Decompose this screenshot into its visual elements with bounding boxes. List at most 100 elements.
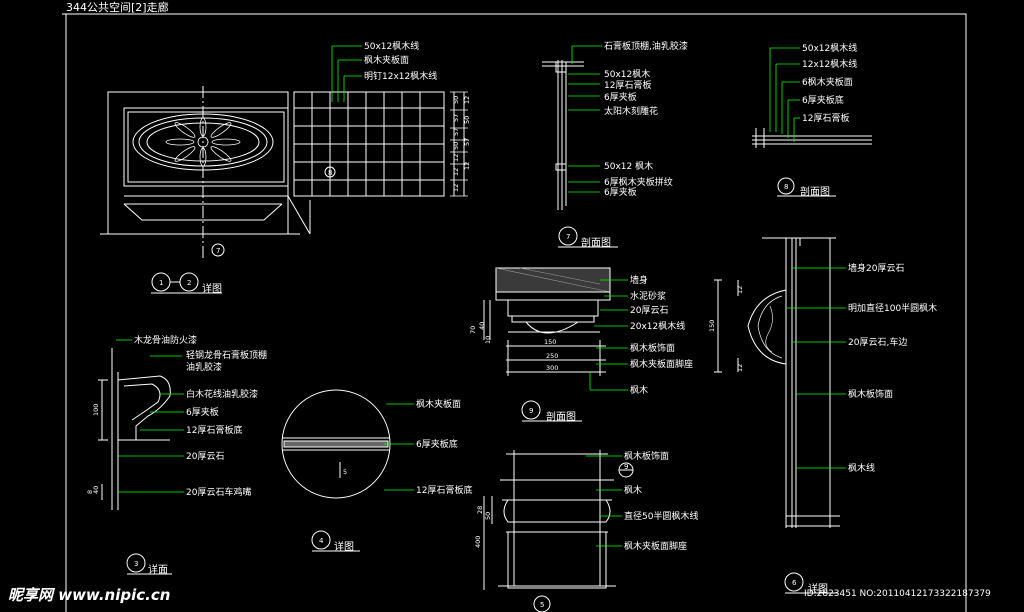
callout-9-6: 枫木夹板面脚座 xyxy=(630,358,693,370)
view-7-section xyxy=(542,60,584,210)
caption-7 xyxy=(558,226,618,248)
caption-4-text: 详图 xyxy=(334,540,354,553)
dim-3-1: 100 xyxy=(92,404,100,416)
dim-6-1: 12 xyxy=(736,286,744,294)
callout-8-1: 50x12枫木线 xyxy=(802,42,857,54)
callout-7-2: 50x12枫木 xyxy=(604,68,650,80)
dim-9-2: 40 xyxy=(478,322,486,330)
view-1-2-leaders xyxy=(331,45,362,102)
callout-4-3: 12厚石膏板底 xyxy=(416,484,472,496)
view-8-section xyxy=(752,128,872,148)
callout-6-1: 墙身20厚云石 xyxy=(848,262,904,274)
callout-3-2: 轻钢龙骨石膏板顶棚 xyxy=(186,349,267,361)
caption-7-num: 7 xyxy=(566,233,570,241)
callout-8-5: 12厚石膏板 xyxy=(802,112,849,124)
callout-3-4: 白木花线油乳胶漆 xyxy=(186,388,258,400)
svg-text:50: 50 xyxy=(452,142,460,150)
caption-3-text: 详面 xyxy=(148,563,168,576)
sheet-title: 344公共空间[2]走廊 xyxy=(66,0,169,14)
dim-9-4: 150 xyxy=(544,338,556,346)
callout-7-4: 6厚夹板 xyxy=(604,91,637,103)
dim-3-2: 40 xyxy=(92,486,100,494)
caption-1-2-text: 详图 xyxy=(202,282,222,295)
view-3-cornice xyxy=(98,348,171,510)
callout-7-6: 50x12 枫木 xyxy=(604,160,653,172)
callout-8-4: 6厚夹板底 xyxy=(802,94,844,106)
view-4-circle-detail xyxy=(281,389,391,499)
callout-3-3: 油乳胶漆 xyxy=(186,361,222,373)
view-7-leaders xyxy=(568,45,602,193)
view-5-leaders xyxy=(586,455,622,547)
callout-9-3: 20厚云石 xyxy=(630,305,668,316)
caption-9 xyxy=(521,400,582,422)
caption-3-num: 3 xyxy=(134,560,138,568)
section-marker-7-label: 7 xyxy=(216,247,220,255)
watermark-brand: 昵享网 www.nipic.cn xyxy=(8,586,170,604)
callout-5-3: 直径50半圆枫木线 xyxy=(624,510,698,522)
caption-6-num: 6 xyxy=(792,579,797,587)
drawing-frame xyxy=(65,13,967,612)
callout-9-5: 枫木板饰面 xyxy=(630,342,675,354)
caption-8 xyxy=(777,177,836,197)
view-4-leaders xyxy=(384,403,414,491)
grid-panel-lines xyxy=(294,92,444,196)
callout-12-3: 明钉12x12枫木线 xyxy=(364,70,437,82)
callout-4-2: 6厚夹板底 xyxy=(416,438,458,450)
callout-12-1: 50x12枫木线 xyxy=(364,40,419,52)
callout-5-1: 枫木板饰面 xyxy=(624,450,669,462)
callout-7-3: 12厚石膏板 xyxy=(604,79,651,91)
dim-5-2: 50 xyxy=(484,512,492,520)
view-9-section xyxy=(483,267,611,376)
svg-text:57: 57 xyxy=(452,114,460,122)
section-marker-8 xyxy=(324,166,336,178)
callout-8-2: 12x12枫木线 xyxy=(802,58,857,70)
view-1-2-dims: 50 57 57 50 12 12 12 12 50 57 12 xyxy=(452,96,471,192)
caption-1-num: 1 xyxy=(159,279,163,287)
callout-3-1: 木龙骨油防火漆 xyxy=(134,334,197,346)
caption-1-2 xyxy=(151,272,222,294)
caption-9-num: 9 xyxy=(529,407,533,415)
callout-7-8: 6厚夹板 xyxy=(604,186,637,198)
callout-6-5: 枫木线 xyxy=(848,462,875,474)
caption-4-num: 4 xyxy=(319,537,324,545)
view-1-2-elevation xyxy=(100,86,468,258)
callout-9-7: 枫木 xyxy=(630,384,648,396)
carved-flower-ornament xyxy=(165,117,241,167)
view-5-column-base xyxy=(483,450,616,590)
svg-text:12: 12 xyxy=(463,96,471,104)
section-marker-9-cut-label: 9 xyxy=(624,463,628,471)
callout-3-5: 6厚夹板 xyxy=(186,406,219,418)
svg-text:12: 12 xyxy=(452,184,460,192)
callout-9-2: 水泥砂浆 xyxy=(630,290,666,302)
section-marker-8-label: 8 xyxy=(328,169,332,177)
callout-3-8: 20厚云石车鸡嘴 xyxy=(186,486,251,498)
view-9-leaders xyxy=(589,279,628,391)
dim-5-1: 28 xyxy=(476,506,484,514)
dim-5-3: 400 xyxy=(474,536,482,548)
view-6-wall-detail xyxy=(714,237,840,528)
dim-4: 5 xyxy=(343,468,347,476)
callout-6-4: 枫木板饰面 xyxy=(848,388,893,400)
svg-text:12: 12 xyxy=(452,154,460,162)
dim-6-2: 150 xyxy=(708,320,716,332)
caption-8-text: 剖面图 xyxy=(800,185,830,198)
caption-9-text: 剖面图 xyxy=(546,410,576,423)
dim-9-3: 10 xyxy=(484,336,492,344)
caption-4 xyxy=(311,530,360,552)
callout-7-1: 石膏板顶棚,油乳胶漆 xyxy=(604,40,688,52)
caption-8-num: 8 xyxy=(784,183,788,191)
dim-6-3: 12 xyxy=(736,364,744,372)
callout-5-4: 枫木夹板面脚座 xyxy=(624,540,687,552)
view-8-leaders xyxy=(769,47,800,142)
callout-5-2: 枫木 xyxy=(624,484,642,496)
svg-text:50: 50 xyxy=(452,96,460,104)
caption-6-text: 详图 xyxy=(808,582,828,595)
callout-9-4: 20x12枫木线 xyxy=(630,320,685,332)
svg-text:12: 12 xyxy=(452,168,460,176)
dim-9-5: 250 xyxy=(546,352,558,360)
svg-text:57: 57 xyxy=(452,128,460,136)
caption-5 xyxy=(533,595,551,612)
caption-7-text: 剖面图 xyxy=(581,236,611,249)
callout-3-7: 20厚云石 xyxy=(186,451,224,462)
section-marker-7 xyxy=(211,243,225,257)
